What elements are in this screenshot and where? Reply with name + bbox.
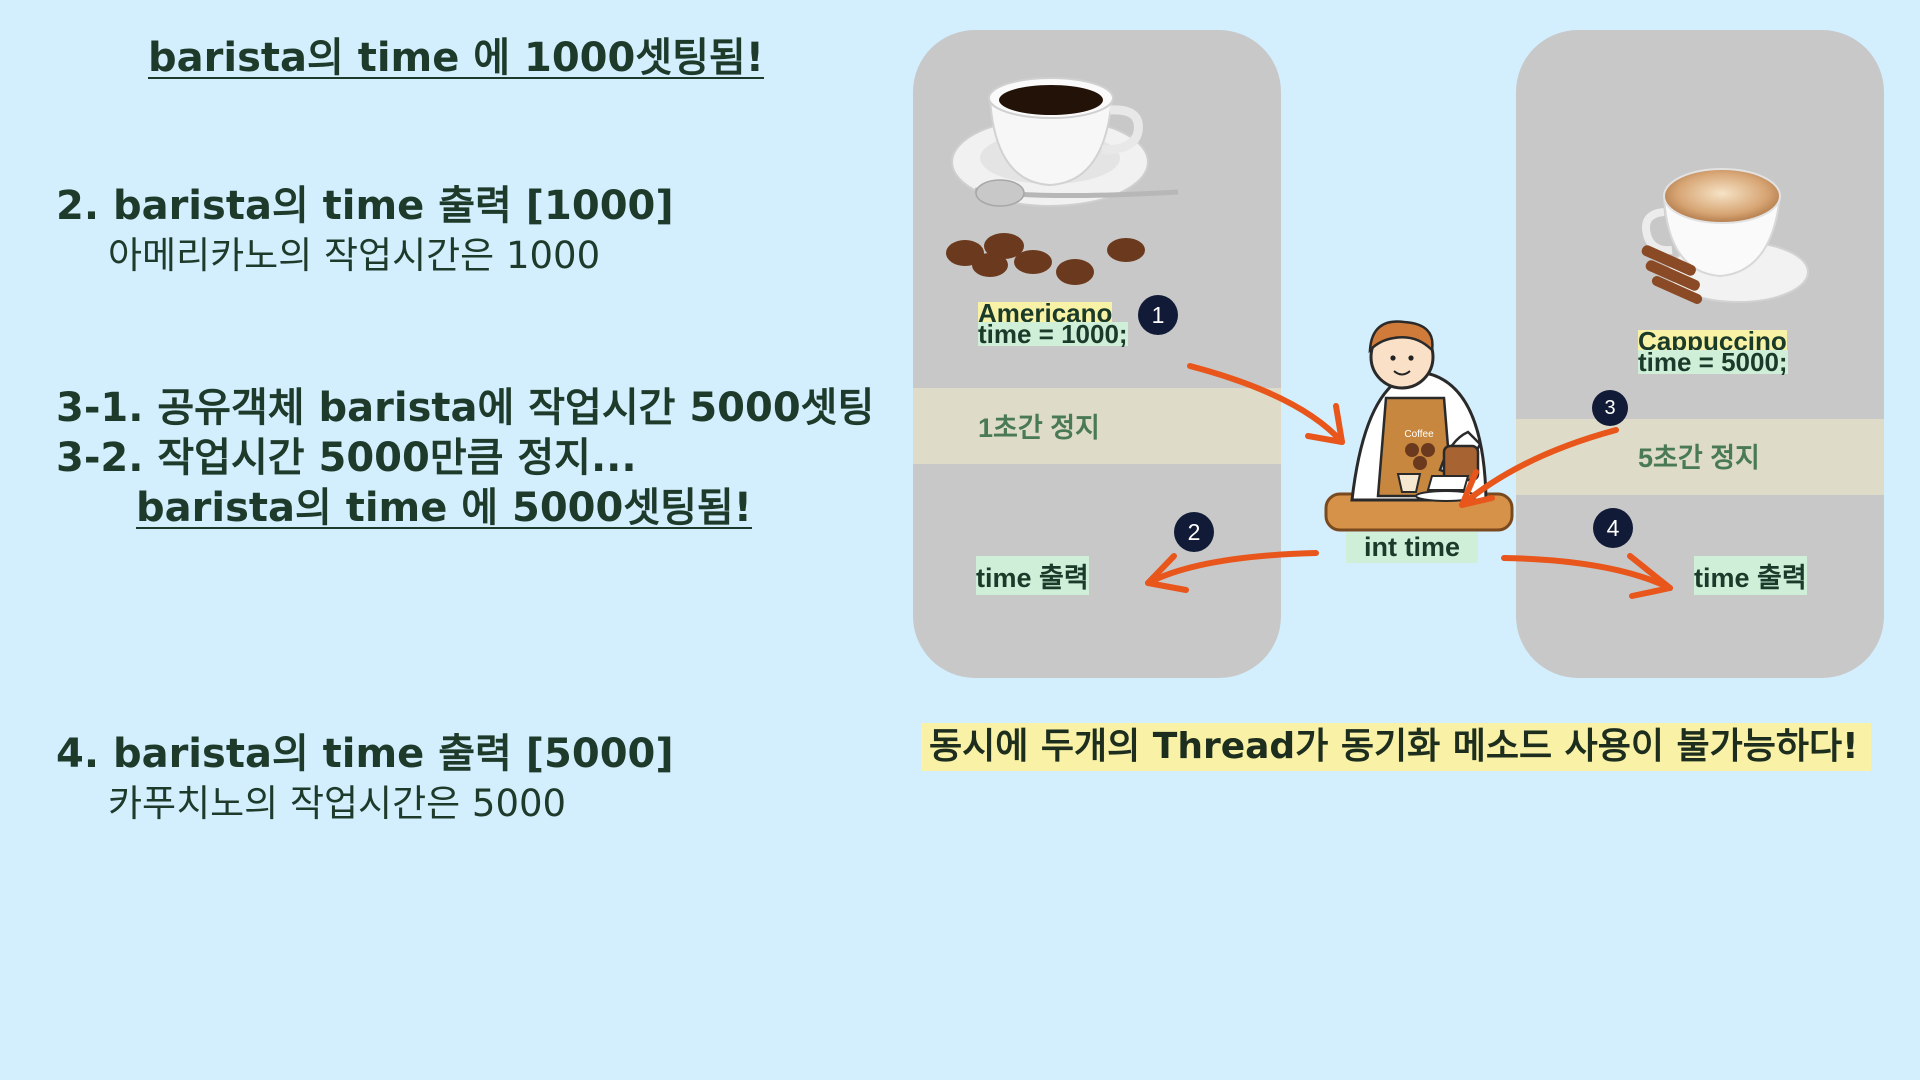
americano-pause-band <box>913 388 1281 464</box>
coffee-beans-icon <box>946 233 1145 285</box>
cappuccino-label: Cappuccino <box>1638 326 1787 356</box>
cappuccino-time-assign: time = 5000; <box>1638 347 1788 377</box>
cappuccino-cup-icon <box>1641 168 1809 304</box>
conclusion-caption: 동시에 두개의 Thread가 동기화 메소드 사용이 불가능하다! <box>921 723 1871 771</box>
arrow-3-to-barista <box>1459 427 1619 508</box>
cappuccino-pause-band <box>1516 419 1884 495</box>
barista-time-field: int time <box>1346 532 1479 563</box>
note-top-result: barista의 time 에 1000셋팅됨! <box>148 35 764 81</box>
cappuccino-pause-label: 5초간 정지 <box>1638 443 1760 473</box>
note-step4-title: 4. barista의 time 출력 [5000] <box>56 731 674 777</box>
americano-time-print: time 출력 <box>976 556 1089 595</box>
americano-label: Americano <box>978 298 1113 328</box>
step-badge-4: 4 <box>1593 508 1633 548</box>
step-badge-1: 1 <box>1138 295 1178 335</box>
note-step4-sub: 카푸치노의 작업시간은 5000 <box>108 782 567 825</box>
arrows <box>1145 363 1673 599</box>
americano-cup-icon <box>951 77 1179 207</box>
note-step2-sub: 아메리카노의 작업시간은 1000 <box>108 234 601 277</box>
arrow-4-to-cappuccino-print <box>1501 555 1673 591</box>
arrow-2-to-americano-print <box>1145 550 1319 586</box>
note-step3-1: 3-1. 공유객체 barista에 작업시간 5000셋팅 <box>56 385 875 431</box>
cappuccino-time-print: time 출력 <box>1694 556 1807 595</box>
note-step3-2: 3-2. 작업시간 5000만큼 정지... <box>56 435 637 481</box>
note-step3-result: barista의 time 에 5000셋팅됨! <box>136 485 752 531</box>
step-badge-3: 3 <box>1592 390 1628 426</box>
americano-time-assign: time = 1000; <box>978 319 1128 349</box>
svg-text:Coffee: Coffee <box>1404 429 1434 440</box>
note-step2-title: 2. barista의 time 출력 [1000] <box>56 183 674 229</box>
step-badge-2: 2 <box>1174 512 1214 552</box>
barista-icon: Coffee <box>1324 320 1514 532</box>
arrow-1-to-barista <box>1187 363 1345 445</box>
americano-pause-label: 1초간 정지 <box>978 413 1100 443</box>
